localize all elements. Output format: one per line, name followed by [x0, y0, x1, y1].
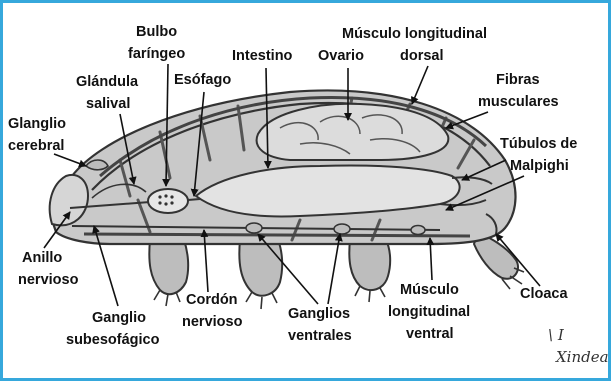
- label-ganglios-ventrales: Ganglios ventrales: [288, 306, 352, 344]
- label-line: longitudinal: [388, 304, 470, 320]
- label-line: subesofágico: [66, 332, 160, 348]
- label-line: Glanglio: [8, 116, 66, 132]
- label-line: Glándula: [76, 74, 139, 90]
- leg-2: [239, 240, 282, 296]
- label-line: Intestino: [232, 48, 293, 64]
- label-line: nervioso: [182, 314, 243, 330]
- pharyngeal-bulb: [148, 189, 188, 213]
- label-anillo-nervioso: Anillo nervioso: [18, 250, 79, 288]
- label-line: ventrales: [288, 328, 352, 344]
- label-glanglio-cerebral: Glanglio cerebral: [8, 116, 66, 154]
- esophagus: [188, 199, 200, 200]
- label-line: Músculo longitudinal: [342, 26, 487, 42]
- label-line: Fibras: [496, 72, 540, 88]
- label-glandula-salival: Glándula salival: [76, 74, 139, 112]
- label-ovario: Ovario: [318, 48, 364, 64]
- arrow-musculo-dorsal: [412, 66, 428, 104]
- label-line: Malpighi: [510, 158, 569, 174]
- label-tubulos: Túbulos de Malpighi: [500, 136, 577, 174]
- label-line: Cloaca: [520, 286, 568, 302]
- label-intestino: Intestino: [232, 48, 293, 64]
- label-bulbo-faringeo: Bulbo faríngeo: [128, 24, 185, 62]
- label-line: Bulbo: [136, 24, 177, 40]
- label-line: Cordón: [186, 292, 238, 308]
- ventral-longitudinal-muscle: [84, 234, 470, 236]
- label-esofago: Esófago: [174, 72, 231, 88]
- label-fibras: Fibras musculares: [478, 72, 559, 110]
- label-line: Ovario: [318, 48, 364, 64]
- signature-line: \ I: [548, 326, 565, 344]
- label-line: Túbulos de: [500, 136, 577, 152]
- label-cloaca: Cloaca: [520, 286, 568, 302]
- label-line: cerebral: [8, 138, 64, 154]
- label-line: Músculo: [400, 282, 459, 298]
- signature-line: Xindea: [555, 348, 609, 366]
- leg-1: [149, 240, 188, 294]
- label-ganglio-subesofagico: Ganglio subesofágico: [66, 310, 160, 348]
- label-line: Ganglio: [92, 310, 146, 326]
- artist-signature: \ I Xindea: [548, 326, 609, 366]
- label-line: dorsal: [400, 48, 444, 64]
- label-musculo-ventral: Músculo longitudinal ventral: [388, 282, 470, 342]
- label-line: Ganglios: [288, 306, 350, 322]
- leg-3: [349, 240, 390, 290]
- label-line: ventral: [406, 326, 454, 342]
- label-line: nervioso: [18, 272, 79, 288]
- label-line: faríngeo: [128, 46, 185, 62]
- label-line: Esófago: [174, 72, 231, 88]
- label-cordon-nervioso: Cordón nervioso: [182, 292, 243, 330]
- arrow-glanglio: [54, 154, 86, 166]
- label-line: salival: [86, 96, 130, 112]
- label-line: musculares: [478, 94, 559, 110]
- label-line: Anillo: [22, 250, 62, 266]
